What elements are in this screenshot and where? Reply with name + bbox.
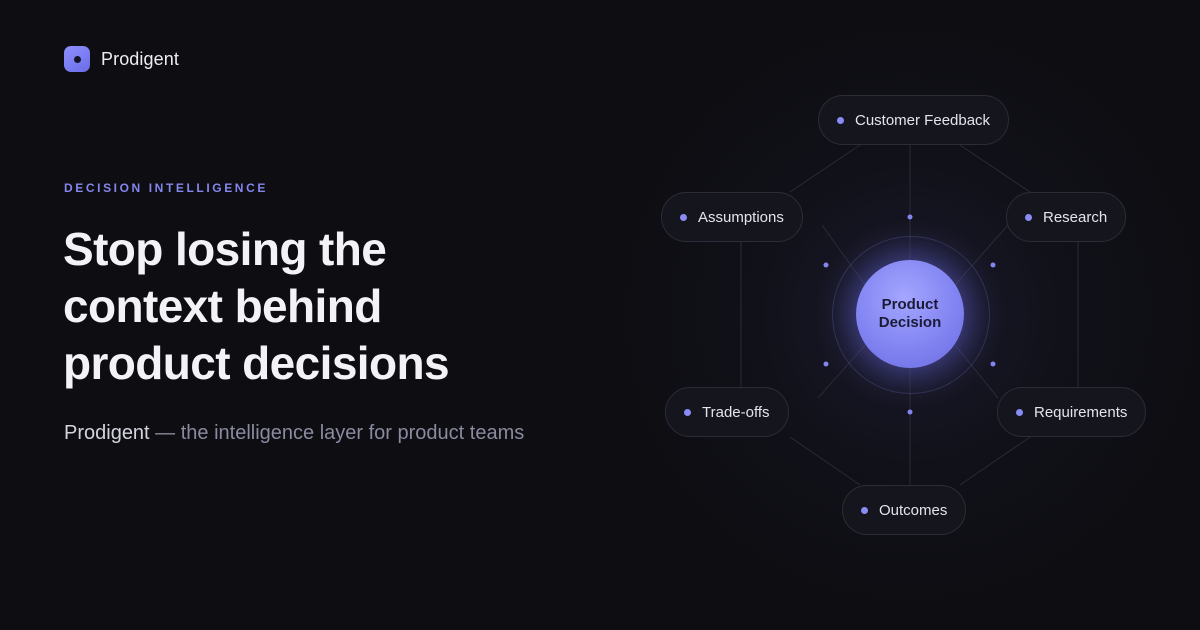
node-dot (680, 213, 687, 221)
node-label: Requirements (1034, 403, 1128, 421)
node-label: Outcomes (879, 501, 948, 519)
eyebrow-label: DECISION INTELLIGENCE (64, 181, 268, 195)
tagline: Prodigent — the intelligence layer for p… (64, 422, 524, 445)
center-node-product-decision[interactable]: Product Decision (856, 260, 964, 368)
node-dot (837, 116, 844, 124)
node-label: Customer Feedback (855, 111, 991, 129)
center-label-line-2: Decision (878, 314, 942, 331)
node-customer-feedback[interactable]: Customer Feedback (818, 95, 1010, 145)
logo-icon (64, 46, 90, 72)
connector-dot (823, 361, 829, 367)
node-trade-offs[interactable]: Trade-offs (665, 387, 789, 437)
node-label: Assumptions (698, 208, 784, 226)
node-dot (861, 506, 868, 514)
headline-line-3: product decisions (63, 337, 450, 389)
headline-line-2: context behind (63, 280, 382, 332)
node-outcomes[interactable]: Outcomes (842, 485, 967, 535)
node-label: Research (1043, 208, 1108, 226)
brand-name: Prodigent (101, 48, 179, 69)
connector-dot (907, 214, 913, 220)
headline-line-1: Stop losing the (63, 223, 387, 275)
brand-logo[interactable]: Prodigent (64, 46, 179, 72)
node-dot (684, 408, 691, 416)
node-dot (1025, 213, 1032, 221)
node-requirements[interactable]: Requirements (997, 387, 1147, 437)
node-label: Trade-offs (702, 403, 770, 421)
center-label-line-1: Product (881, 296, 939, 313)
connector-dot (823, 262, 829, 268)
node-research[interactable]: Research (1006, 192, 1127, 242)
connector-dot (990, 361, 996, 367)
headline: Stop losing the context behind product d… (63, 221, 583, 392)
connector-dot (907, 409, 913, 415)
node-dot (1016, 408, 1023, 416)
connector-dot (990, 262, 996, 268)
tagline-brand: Prodigent (64, 422, 150, 444)
tagline-text: — the intelligence layer for product tea… (149, 422, 525, 444)
node-assumptions[interactable]: Assumptions (661, 192, 803, 242)
